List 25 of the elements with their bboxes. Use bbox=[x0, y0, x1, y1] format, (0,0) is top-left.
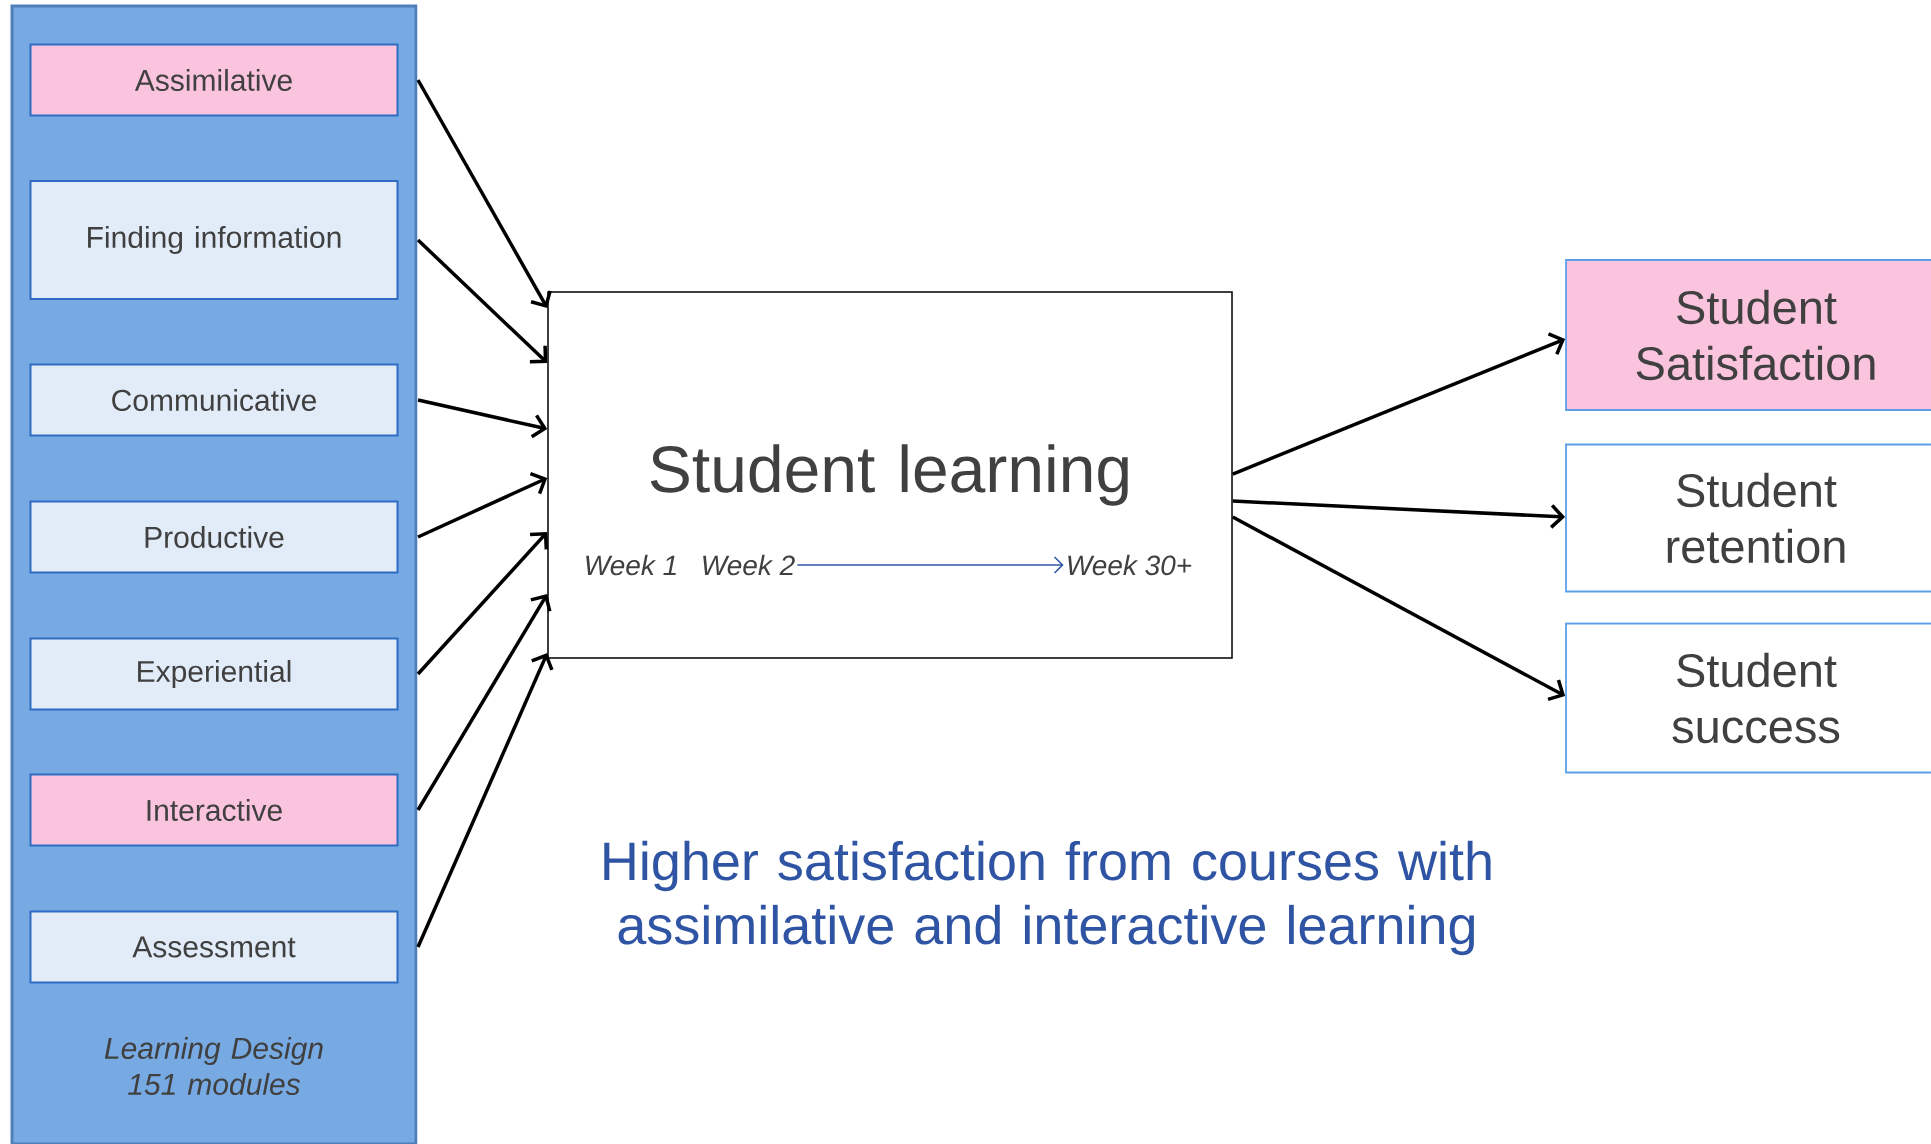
activity-box: Assimilative bbox=[29, 43, 399, 117]
arrow bbox=[796, 556, 1064, 574]
arrow bbox=[1232, 499, 1566, 529]
activity-box: Communicative bbox=[29, 363, 399, 437]
arrow bbox=[416, 238, 548, 364]
week-label: Week 30+ bbox=[1068, 554, 1192, 576]
week-label: Week 1 bbox=[586, 554, 676, 576]
arrow bbox=[417, 471, 548, 539]
outcome-box: Student Satisfaction bbox=[1565, 259, 1931, 411]
arrow bbox=[1231, 515, 1566, 701]
outcome-box: Student success bbox=[1565, 622, 1931, 774]
arrow bbox=[417, 398, 548, 439]
caption-text: Higher satisfaction from courses with assimilative and interactive learning bbox=[604, 840, 1491, 956]
arrow bbox=[1232, 332, 1566, 476]
arrow bbox=[416, 594, 552, 811]
outcome-box: Student retention bbox=[1565, 443, 1931, 593]
week-label: Week 2 bbox=[703, 554, 795, 576]
arrow bbox=[416, 532, 549, 676]
activity-box: Interactive bbox=[29, 773, 399, 847]
arrow bbox=[416, 79, 552, 308]
activity-box: Assessment bbox=[29, 910, 399, 984]
activity-box: Finding information bbox=[29, 180, 399, 300]
activity-box: Productive bbox=[29, 500, 399, 574]
arrow bbox=[416, 653, 554, 948]
activity-box: Experiential bbox=[29, 637, 399, 711]
